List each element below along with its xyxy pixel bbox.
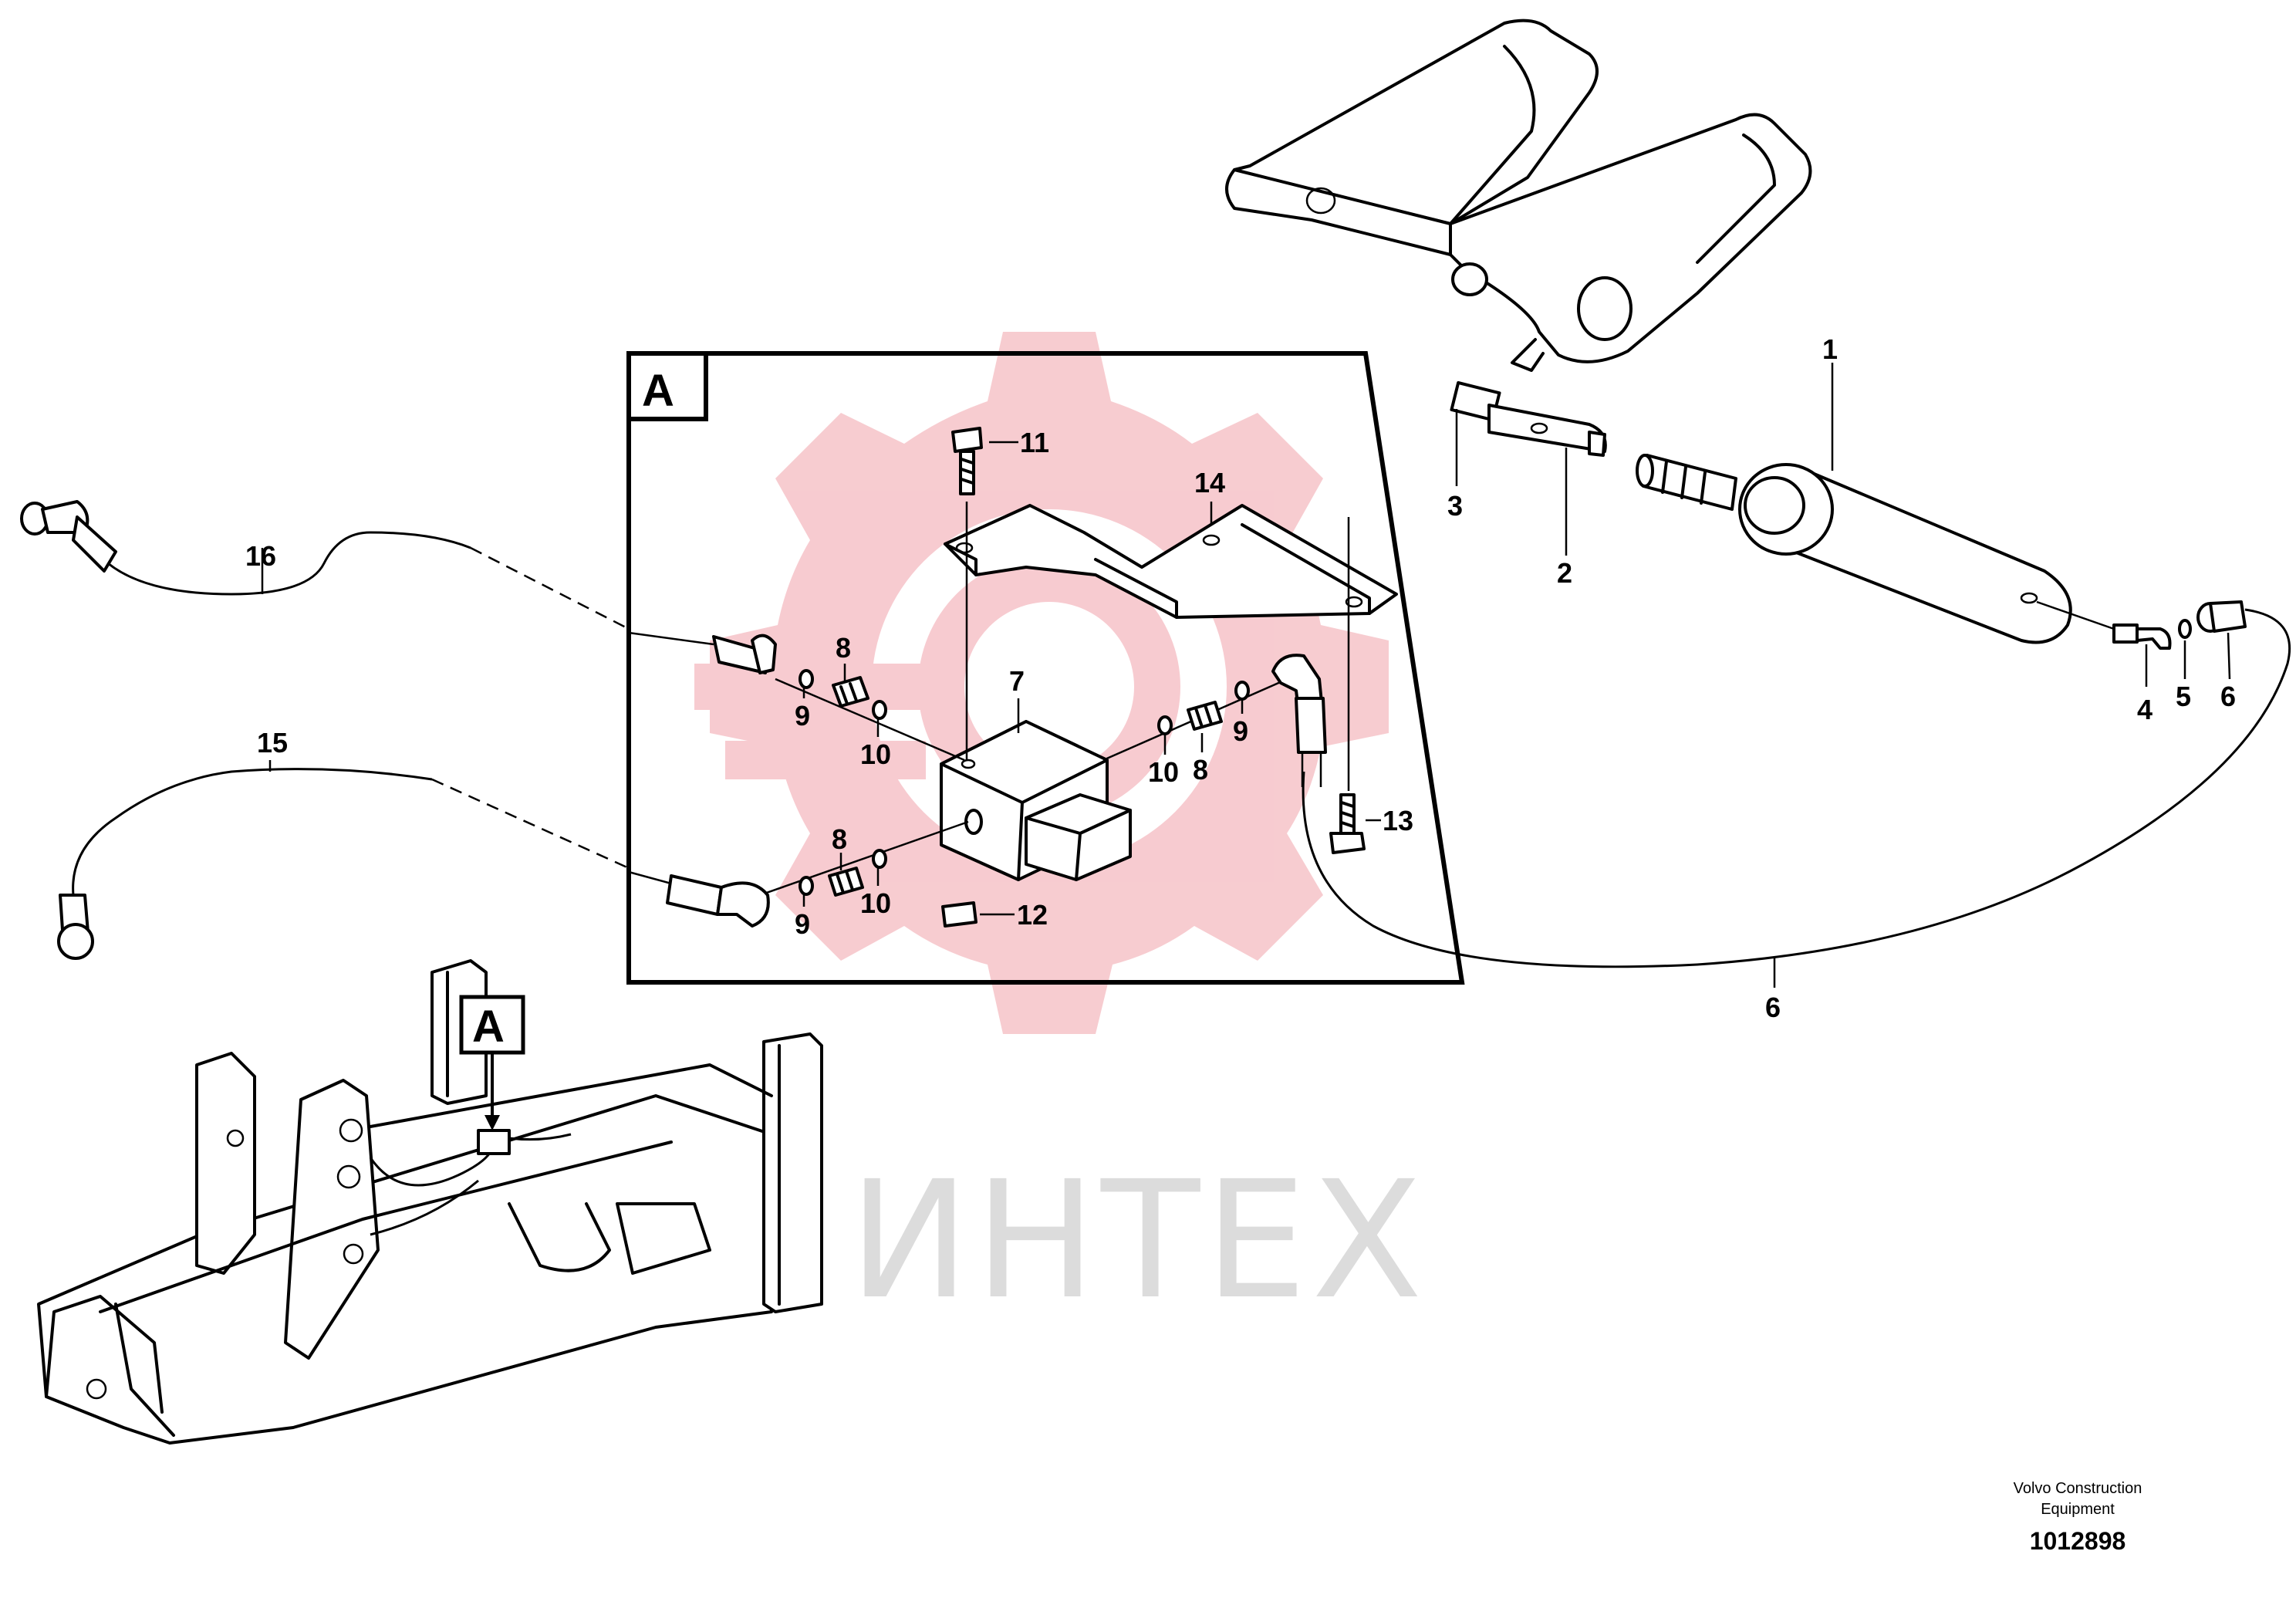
cylinder-assembly (1450, 381, 2072, 644)
callout-16: 16 (245, 540, 276, 572)
callout-3: 3 (1447, 490, 1463, 522)
detail-box-label: A (642, 366, 674, 416)
callout-5: 5 (2176, 681, 2191, 712)
right-fittings (1302, 600, 2291, 968)
callout-9-right: 9 (1233, 715, 1248, 747)
callout-10-upper-left: 10 (860, 738, 891, 770)
hose-16 (20, 500, 630, 630)
hose-15 (57, 768, 630, 960)
machine-frame: A (37, 959, 823, 1445)
callout-7: 7 (1009, 665, 1025, 697)
company-name-line1: Volvo Construction (2014, 1480, 2142, 1497)
callout-13: 13 (1383, 805, 1413, 836)
callout-11: 11 (1020, 427, 1049, 458)
callout-4: 4 (2137, 694, 2152, 725)
callout-9-upper-left: 9 (795, 700, 810, 732)
callout-9-lower-left: 9 (795, 908, 810, 940)
callout-10-right: 10 (1148, 756, 1179, 788)
company-name-line2: Equipment (2041, 1501, 2115, 1518)
callout-10-lower-left: 10 (860, 887, 891, 919)
callout-15: 15 (257, 727, 288, 759)
detail-view-a: A (626, 351, 1465, 985)
callout-6-hose: 6 (1765, 992, 1781, 1023)
leader-lines (261, 363, 2231, 988)
callout-2: 2 (1557, 557, 1572, 589)
callout-8-upper-left: 8 (836, 632, 851, 664)
drawing-number: 1012898 (2030, 1527, 2126, 1555)
frame-callout-label: A (472, 1002, 505, 1052)
watermark-text: ИНТЕХ (849, 1146, 1427, 1335)
drawing-footer: Volvo Construction Equipment 1012898 (2014, 1480, 2142, 1555)
callout-8-right: 8 (1193, 754, 1208, 786)
lift-arm-linkage (1225, 19, 1812, 372)
callout-8-lower-left: 8 (832, 823, 847, 855)
callout-6-fitting: 6 (2220, 681, 2236, 712)
callout-12: 12 (1017, 899, 1048, 931)
callout-14: 14 (1194, 467, 1225, 498)
callout-1: 1 (1822, 333, 1838, 365)
callout-labels: 1 2 3 4 5 6 6 7 8 8 8 9 9 9 10 10 10 11 … (245, 333, 2236, 1023)
